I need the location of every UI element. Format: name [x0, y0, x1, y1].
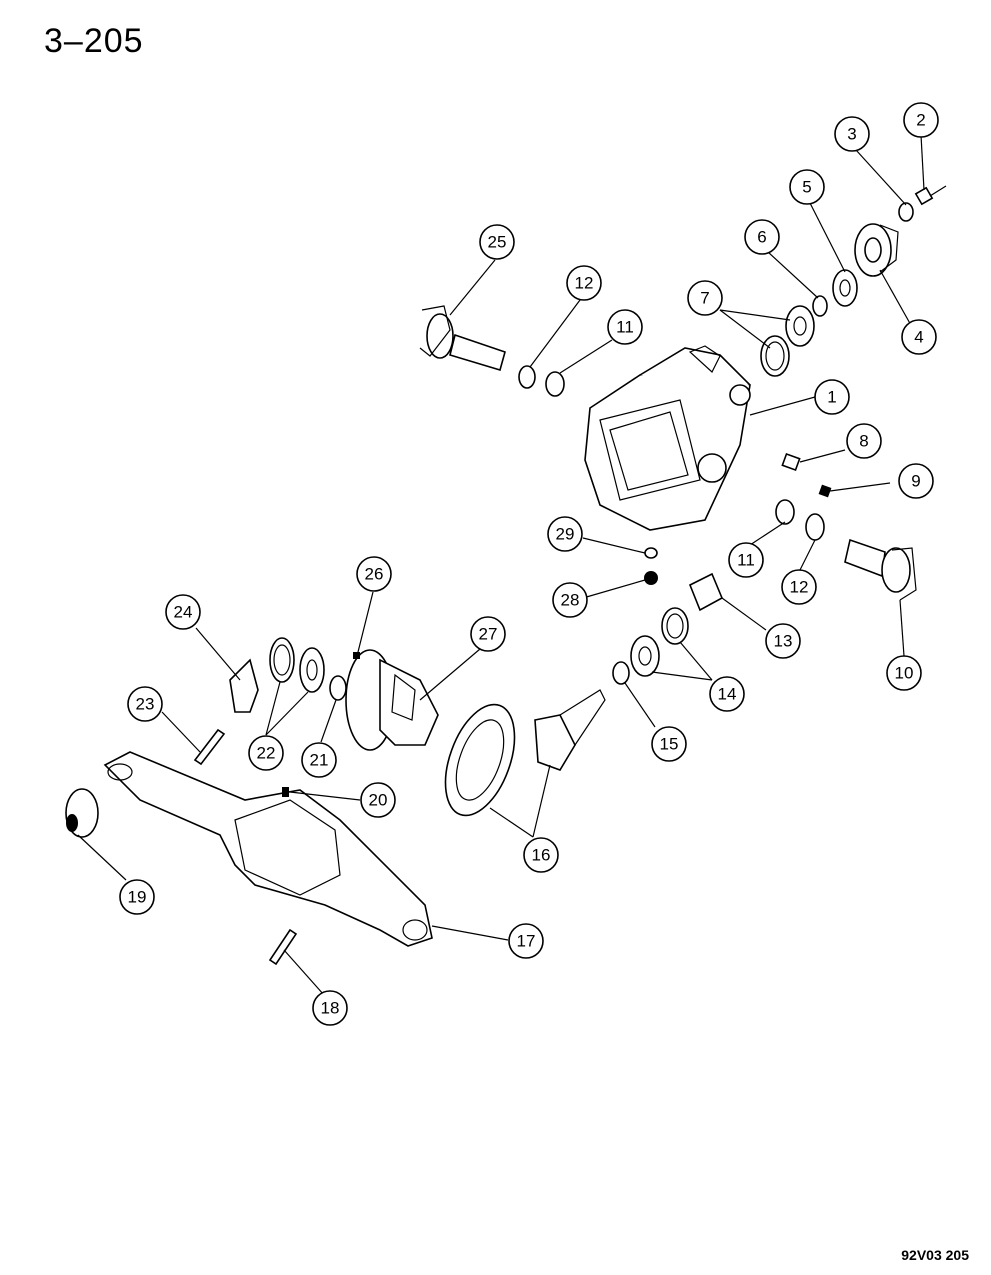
svg-text:12: 12 — [790, 578, 809, 597]
callout-26: 26 — [356, 556, 392, 592]
callout-12b: 12 — [566, 265, 602, 301]
part-pinion-flange — [854, 223, 899, 277]
svg-text:15: 15 — [660, 735, 679, 754]
callout-3: 3 — [834, 116, 870, 152]
part-cover-bolt — [268, 928, 298, 966]
part-pinion-seal — [832, 269, 858, 307]
svg-text:17: 17 — [517, 932, 536, 951]
part-carrier-housing — [584, 345, 751, 531]
part-drain-gasket — [644, 547, 658, 559]
part-left-output-shaft — [419, 305, 506, 372]
callout-4: 4 — [901, 319, 937, 355]
part-differential-case — [345, 649, 439, 751]
part-carrier-bearing — [269, 637, 325, 693]
part-side-shim — [329, 675, 347, 701]
svg-text:24: 24 — [174, 603, 193, 622]
svg-text:11: 11 — [737, 551, 755, 570]
part-pinion-washer — [612, 661, 630, 685]
callout-10: 10 — [886, 655, 922, 691]
svg-text:20: 20 — [369, 791, 388, 810]
part-collapsible-spacer — [812, 295, 828, 317]
svg-text:26: 26 — [365, 565, 384, 584]
svg-text:28: 28 — [561, 591, 580, 610]
svg-text:2: 2 — [916, 111, 925, 130]
svg-text:29: 29 — [556, 525, 575, 544]
callout-27: 27 — [470, 616, 506, 652]
part-pinion-shim — [688, 572, 724, 612]
svg-text:9: 9 — [911, 472, 920, 491]
part-cover-vent — [282, 787, 289, 797]
svg-text:11: 11 — [616, 318, 634, 337]
svg-text:8: 8 — [859, 432, 868, 451]
part-cover-bushing — [65, 788, 99, 838]
callout-8: 8 — [846, 423, 882, 459]
page-number: 3–205 — [44, 22, 144, 60]
part-ring-pinion-gear — [444, 689, 606, 817]
part-rear-cover — [103, 751, 433, 947]
svg-text:18: 18 — [321, 999, 340, 1018]
svg-text:13: 13 — [774, 632, 793, 651]
part-washer — [898, 202, 914, 222]
callout-12a: 12 — [781, 569, 817, 605]
part-drain-plug — [644, 571, 658, 585]
callout-11b: 11 — [607, 309, 643, 345]
part-right-output-shaft — [844, 538, 917, 601]
part-cap-bolt — [193, 728, 226, 766]
svg-text:7: 7 — [700, 289, 709, 308]
svg-text:27: 27 — [479, 625, 498, 644]
svg-text:21: 21 — [310, 751, 329, 770]
callout-2: 2 — [903, 102, 939, 138]
callout-21: 21 — [301, 742, 337, 778]
callout-23: 23 — [127, 686, 163, 722]
callout-6: 6 — [744, 219, 780, 255]
svg-text:22: 22 — [257, 744, 276, 763]
callout-15: 15 — [651, 726, 687, 762]
callout-1: 1 — [814, 379, 850, 415]
callout-24: 24 — [165, 594, 201, 630]
callout-14: 14 — [709, 676, 745, 712]
svg-text:6: 6 — [757, 228, 766, 247]
figure-code: 92V03 205 — [901, 1247, 969, 1263]
part-vent-gasket — [781, 452, 801, 472]
part-axle-bearing — [545, 371, 795, 525]
svg-text:16: 16 — [532, 846, 551, 865]
callout-7: 7 — [687, 280, 723, 316]
svg-text:14: 14 — [718, 685, 737, 704]
svg-text:12: 12 — [575, 274, 594, 293]
leader-lines — [77, 134, 925, 996]
svg-text:5: 5 — [802, 178, 811, 197]
svg-text:19: 19 — [128, 888, 147, 907]
svg-text:3: 3 — [847, 125, 856, 144]
svg-text:23: 23 — [136, 695, 155, 714]
part-front-pinion-bearing — [760, 305, 815, 377]
svg-text:4: 4 — [914, 328, 923, 347]
svg-text:25: 25 — [488, 233, 507, 252]
callout-11a: 11 — [728, 542, 764, 578]
callout-17: 17 — [508, 923, 544, 959]
callout-22: 22 — [248, 735, 284, 771]
callout-29: 29 — [547, 516, 583, 552]
svg-text:10: 10 — [895, 664, 914, 683]
part-pinion-nut — [914, 185, 947, 206]
part-rear-pinion-bearing — [630, 607, 689, 677]
part-bearing-cap — [229, 658, 259, 713]
part-fill-plug — [818, 484, 832, 498]
callout-13: 13 — [765, 623, 801, 659]
callout-28: 28 — [552, 582, 588, 618]
callout-20: 20 — [360, 782, 396, 818]
callout-19: 19 — [119, 879, 155, 915]
callout-9: 9 — [898, 463, 934, 499]
part-case-bolt — [353, 652, 360, 659]
callout-18: 18 — [312, 990, 348, 1026]
callout-25: 25 — [479, 224, 515, 260]
svg-text:1: 1 — [827, 388, 836, 407]
callout-5: 5 — [789, 169, 825, 205]
callout-16: 16 — [523, 837, 559, 873]
